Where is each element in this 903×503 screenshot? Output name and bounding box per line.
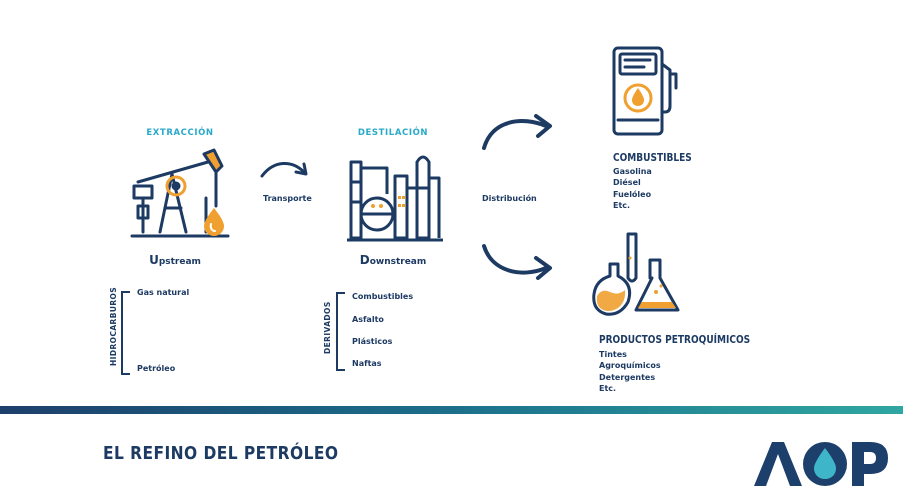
list-item: Asfalto [352,315,384,324]
curved-arrow-icon [260,162,308,178]
petrochemicals-title: PRODUCTOS PETROQUÍMICOS [599,333,751,346]
upstream-rest: pstream [158,257,201,267]
footer-title: EL REFINO DEL PETRÓLEO [103,443,339,464]
fuels-title: COMBUSTIBLES [613,151,692,164]
flasks-icon [592,232,680,316]
downstream-initial: D [359,253,370,267]
list-item: Plásticos [352,337,393,346]
curved-arrow-icon [482,244,552,280]
footer-divider [0,406,903,414]
hydrocarbons-bracket [121,291,130,375]
curved-arrow-icon [482,114,552,150]
distillation-title: DESTILACIÓN [357,128,429,138]
list-item: Etc. [613,200,631,210]
petrochemicals-list: Tintes Agroquímicos Detergentes Etc. [599,349,661,394]
aop-logo [754,442,888,486]
list-item: Detergentes [599,372,656,382]
pumpjack-icon [130,148,230,238]
transport-label: Transporte [263,194,312,203]
hydrocarbons-label: HIDROCARBUROS [109,286,118,366]
list-item: Agroquímicos [599,361,661,371]
upstream-initial: U [149,253,159,267]
list-item: Diésel [613,178,641,188]
list-item: Gas natural [137,288,190,297]
list-item: Combustibles [352,292,414,301]
list-item: Fuelóleo [613,189,652,199]
list-item: Gasolina [613,167,652,176]
derivatives-bracket [336,292,345,371]
fuel-pump-icon [612,46,678,136]
extraction-title: EXTRACCIÓN [146,128,214,138]
refinery-icon [347,155,443,242]
list-item: Tintes [599,350,627,359]
list-item: Naftas [352,359,382,368]
fuels-list: Gasolina Diésel Fuelóleo Etc. [613,166,652,211]
derivatives-label: DERIVADOS [323,301,332,354]
upstream-label: Upstream [115,253,235,267]
distribution-label: Distribución [482,194,537,203]
downstream-rest: ownstream [369,257,427,267]
list-item: Petróleo [137,364,176,373]
downstream-label: Downstream [333,253,453,267]
list-item: Etc. [599,383,617,393]
